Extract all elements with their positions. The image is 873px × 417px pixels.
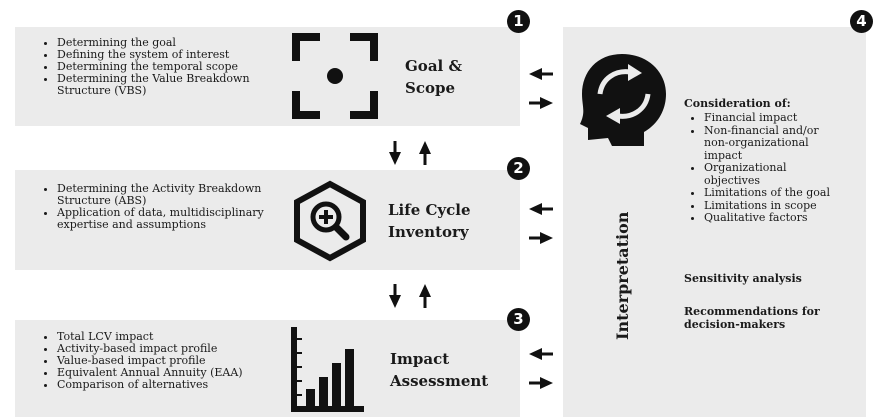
- goal-scope-title: Goal & Scope: [405, 57, 462, 97]
- list-item: Financial impact: [704, 111, 873, 125]
- impact-assessment-panel: [15, 320, 520, 417]
- list-item: Limitations of the goal: [704, 186, 873, 200]
- hexagon-magnifier-plus-icon: [294, 180, 366, 262]
- left-arrow-icon: [529, 68, 553, 80]
- right-arrow-icon: [529, 377, 553, 389]
- list-item: Defining the system of interest: [57, 49, 277, 61]
- life-cycle-inventory-title: Life Cycle Inventory: [388, 201, 471, 241]
- consideration-heading: Consideration of:: [684, 97, 791, 110]
- list-item: Value-based impact profile: [57, 355, 317, 367]
- list-item: Activity-based impact profile: [57, 343, 317, 355]
- list-item: Determining the Activity Breakdown Struc…: [57, 183, 297, 207]
- life-cycle-inventory-panel: [15, 170, 520, 270]
- list-item: Application of data, multidisciplinary e…: [57, 207, 297, 231]
- down-arrow-icon: [389, 141, 401, 165]
- right-arrow-icon: [529, 97, 553, 109]
- goal-scope-list: Determining the goal Defining the system…: [37, 37, 277, 97]
- focus-target-icon: [292, 33, 378, 119]
- up-arrow-icon: [419, 284, 431, 308]
- interpretation-title: Interpretation: [613, 211, 632, 340]
- impact-assessment-list: Total LCV impact Activity-based impact p…: [37, 331, 317, 391]
- consideration-list: Financial impact Non-financial and/or no…: [684, 111, 873, 225]
- sensitivity-analysis-label: Sensitivity analysis: [684, 272, 802, 285]
- list-item: Total LCV impact: [57, 331, 317, 343]
- down-arrow-icon: [389, 284, 401, 308]
- recommendations-label: Recommendations for decision-makers: [684, 305, 820, 331]
- step-number-3: 3: [507, 308, 530, 331]
- impact-assessment-title: Impact Assessment: [390, 350, 489, 390]
- list-item: Limitations in scope: [704, 199, 873, 213]
- life-cycle-inventory-list: Determining the Activity Breakdown Struc…: [37, 183, 297, 231]
- up-arrow-icon: [419, 141, 431, 165]
- goal-scope-panel: [15, 27, 520, 126]
- list-item: Determining the goal: [57, 37, 277, 49]
- right-arrow-icon: [529, 232, 553, 244]
- list-item: Comparison of alternatives: [57, 379, 317, 391]
- list-item: Qualitative factors: [704, 211, 873, 225]
- step-number-2: 2: [507, 157, 530, 180]
- list-item: Non-financial and/or non-organizational …: [704, 124, 834, 163]
- step-number-1: 1: [507, 10, 530, 33]
- list-item: Organizational objectives: [704, 161, 814, 187]
- step-number-4: 4: [850, 10, 873, 33]
- list-item: Equivalent Annual Annuity (EAA): [57, 367, 317, 379]
- left-arrow-icon: [529, 203, 553, 215]
- head-arrows-icon: [580, 54, 666, 146]
- left-arrow-icon: [529, 348, 553, 360]
- list-item: Determining the Value Breakdown Structur…: [57, 73, 277, 97]
- bar-chart-icon: [291, 327, 364, 412]
- list-item: Determining the temporal scope: [57, 61, 277, 73]
